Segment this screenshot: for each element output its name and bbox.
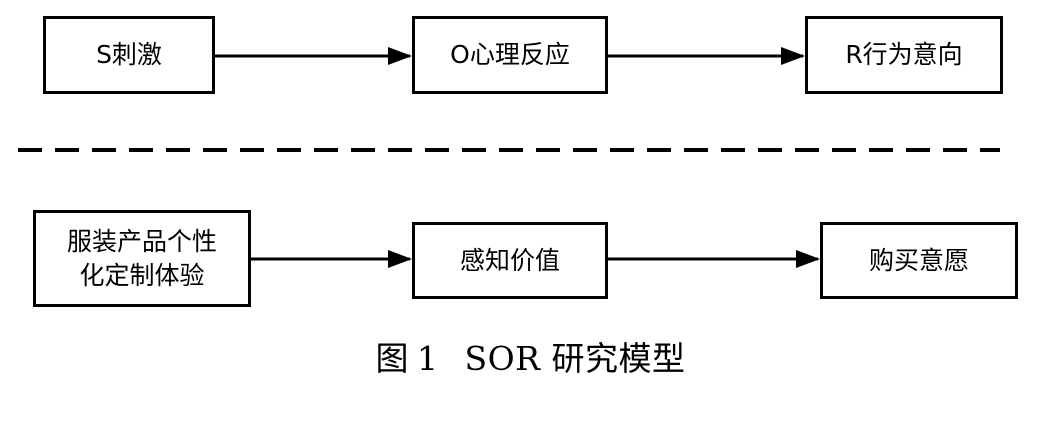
stimulus-label: S刺激 — [96, 40, 162, 70]
organism-box: O心理反应 — [412, 16, 608, 94]
response-label: R行为意向 — [845, 40, 963, 70]
customization-label-line2: 化定制体验 — [79, 260, 205, 290]
customization-label-line1: 服装产品个性 — [66, 226, 217, 256]
purchase-intention-label: 购买意愿 — [868, 245, 969, 275]
stimulus-box: S刺激 — [43, 16, 215, 94]
caption-figure-label: 图 — [375, 339, 409, 378]
arrowhead-value-to-intent — [796, 250, 820, 268]
perceived-value-label: 感知价值 — [459, 245, 560, 275]
customization-experience-box: 服装产品个性 化定制体验 — [33, 210, 251, 307]
caption-title: SOR 研究模型 — [464, 339, 686, 378]
purchase-intention-box: 购买意愿 — [820, 222, 1018, 299]
response-box: R行为意向 — [805, 16, 1003, 94]
arrowhead-customize-to-value — [388, 250, 412, 268]
customization-label: 服装产品个性 化定制体验 — [67, 225, 217, 293]
arrowhead-s-to-o — [388, 47, 412, 65]
arrowhead-o-to-r — [781, 47, 805, 65]
caption-figure-number: 1 — [417, 339, 439, 378]
organism-label: O心理反应 — [450, 40, 570, 70]
perceived-value-box: 感知价值 — [412, 222, 608, 299]
